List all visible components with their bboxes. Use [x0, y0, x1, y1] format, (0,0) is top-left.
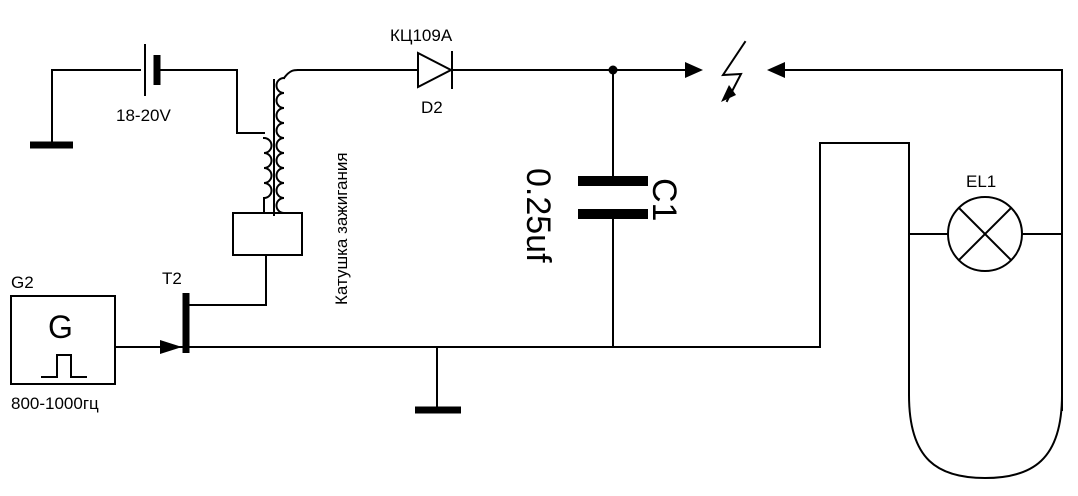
spark-arrow-left — [685, 62, 703, 78]
capacitor-ref-label: C1 — [645, 178, 683, 221]
battery-voltage-label: 18-20V — [116, 106, 171, 125]
transformer-icon: Катушка зажигания — [189, 68, 351, 306]
coil-name-label: Катушка зажигания — [332, 152, 351, 305]
lamp-ref-label: EL1 — [966, 172, 996, 191]
diode-ref-label: D2 — [421, 98, 443, 117]
generator-symbol-label: G — [48, 309, 73, 345]
spark-gap-icon — [721, 40, 747, 103]
ground-icon — [415, 346, 461, 414]
diode-model-label: КЦ109А — [390, 26, 453, 45]
generator-icon: G G2 800-1000гц — [10, 273, 116, 413]
diode-icon: КЦ109А D2 — [390, 26, 454, 117]
battery-branch: 18-20V — [30, 44, 238, 149]
generator-freq-label: 800-1000гц — [11, 394, 99, 413]
spark-arrow-right — [767, 62, 785, 78]
lamp-icon: EL1 — [908, 172, 1063, 272]
capacitor-icon: C1 0.25uf — [519, 69, 683, 348]
transistor-ref-label: T2 — [162, 269, 182, 288]
capacitor-value-label: 0.25uf — [519, 168, 557, 263]
battery-icon — [144, 44, 161, 96]
generator-ref-label: G2 — [11, 273, 34, 292]
transistor-icon: T2 — [114, 269, 190, 354]
loop-wire — [907, 393, 1064, 480]
pulse-icon — [41, 354, 87, 378]
